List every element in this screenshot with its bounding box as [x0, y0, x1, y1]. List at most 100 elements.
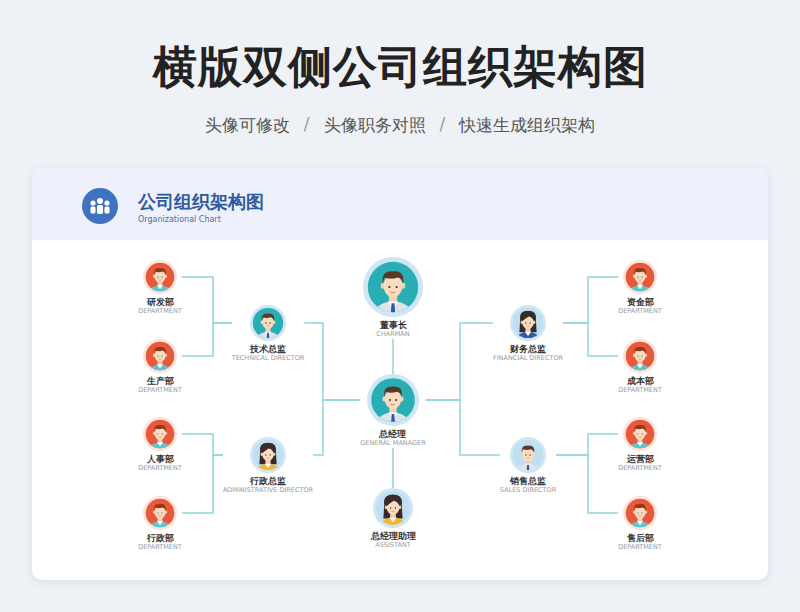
person-node: 售后部DEPARTMENT	[618, 496, 662, 552]
person-node: 研发部DEPARTMENT	[138, 260, 182, 316]
org-connector	[556, 434, 618, 455]
person-node: 技术总监TECHNICAL DIRECTOR	[232, 305, 305, 363]
role-english: DEPARTMENT	[618, 387, 662, 395]
subtitle-item: 头像可修改	[205, 114, 290, 137]
org-connector	[392, 339, 394, 374]
role-english: CHARMAN	[376, 331, 409, 339]
role-name: 生产部	[147, 377, 174, 387]
org-connector	[182, 323, 232, 356]
role-name: 技术总监	[250, 345, 286, 355]
role-english: DEPARTMENT	[618, 544, 662, 552]
person-node: 生产部DEPARTMENT	[138, 339, 182, 395]
person-node: 财务总监FINANCIAL DIRECTOR	[493, 305, 563, 363]
person-node: 行政总监ADMINISTRATIVE DIRECTOR	[223, 437, 313, 495]
role-name: 总经理	[379, 430, 406, 440]
avatar-holder	[250, 305, 286, 341]
avatar-holder	[623, 496, 657, 530]
person-node: 行政部DEPARTMENT	[138, 496, 182, 552]
org-connector	[563, 277, 618, 323]
role-name: 售后部	[627, 534, 654, 544]
avatar-holder	[623, 339, 657, 373]
role-name: 总经理助理	[371, 532, 416, 542]
avatar-holder	[510, 437, 546, 473]
avatar-holder	[363, 257, 423, 317]
org-connector	[556, 455, 618, 513]
avatar-holder	[143, 417, 177, 451]
avatar	[510, 437, 546, 473]
avatar-holder	[143, 339, 177, 373]
avatar	[143, 417, 177, 451]
org-connector	[426, 400, 500, 455]
role-english: DEPARTMENT	[138, 544, 182, 552]
header-icon	[82, 188, 118, 224]
person-node: 人事部DEPARTMENT	[138, 417, 182, 473]
avatar-holder	[623, 417, 657, 451]
role-english: GENERAL MANAGER	[360, 440, 425, 448]
role-name: 财务总监	[510, 345, 546, 355]
avatar	[143, 496, 177, 530]
role-english: DEPARTMENT	[618, 308, 662, 316]
org-connector	[426, 323, 493, 400]
separator: /	[440, 114, 446, 137]
person-node: 总经理GENERAL MANAGER	[360, 374, 425, 448]
org-connector	[182, 277, 232, 323]
role-name: 董事长	[380, 321, 407, 331]
role-english: ADMINISTRATIVE DIRECTOR	[223, 487, 313, 495]
role-english: DEPARTMENT	[138, 387, 182, 395]
org-connector	[563, 323, 618, 356]
role-english: DEPARTMENT	[138, 465, 182, 473]
avatar-holder	[143, 496, 177, 530]
avatar	[510, 305, 546, 341]
avatar	[363, 257, 423, 317]
avatar	[623, 260, 657, 294]
person-node: 销售总监SALES DIRECTOR	[500, 437, 556, 495]
avatar	[143, 339, 177, 373]
role-english: DEPARTMENT	[138, 308, 182, 316]
org-connector	[304, 323, 360, 400]
person-node: 运营部DEPARTMENT	[618, 417, 662, 473]
subtitle-row: 头像可修改 / 头像职务对照 / 快速生成组织架构	[0, 114, 800, 137]
role-english: DEPARTMENT	[618, 465, 662, 473]
page-title: 横版双侧公司组织架构图	[0, 38, 800, 97]
role-name: 销售总监	[510, 477, 546, 487]
org-connector	[182, 455, 223, 513]
avatar-holder	[143, 260, 177, 294]
header-title: 公司组织架构图	[138, 190, 264, 214]
role-name: 行政总监	[250, 477, 286, 487]
person-node: 资金部DEPARTMENT	[618, 260, 662, 316]
avatar-holder	[373, 488, 413, 528]
org-connector	[182, 434, 223, 455]
subtitle-item: 快速生成组织架构	[459, 114, 595, 137]
org-connector	[392, 448, 394, 488]
avatar	[250, 437, 286, 473]
avatar	[250, 305, 286, 341]
role-name: 成本部	[627, 377, 654, 387]
role-name: 人事部	[147, 455, 174, 465]
role-english: FINANCIAL DIRECTOR	[493, 355, 563, 363]
header-subtitle: Organizational Chart	[138, 215, 221, 224]
avatar	[623, 417, 657, 451]
avatar-holder	[510, 305, 546, 341]
person-node: 总经理助理ASSISTANT	[371, 488, 416, 550]
avatar-holder	[367, 374, 419, 426]
subtitle-item: 头像职务对照	[324, 114, 426, 137]
role-name: 研发部	[147, 298, 174, 308]
avatar-holder	[623, 260, 657, 294]
role-name: 运营部	[627, 455, 654, 465]
role-english: SALES DIRECTOR	[500, 487, 556, 495]
role-name: 资金部	[627, 298, 654, 308]
person-node: 成本部DEPARTMENT	[618, 339, 662, 395]
avatar	[373, 488, 413, 528]
avatar	[367, 374, 419, 426]
org-connector	[313, 400, 360, 455]
separator: /	[304, 114, 310, 137]
person-node: 董事长CHARMAN	[363, 257, 423, 339]
avatar	[623, 496, 657, 530]
role-english: TECHNICAL DIRECTOR	[232, 355, 305, 363]
avatar	[143, 260, 177, 294]
avatar-holder	[250, 437, 286, 473]
role-name: 行政部	[147, 534, 174, 544]
role-english: ASSISTANT	[375, 542, 411, 550]
avatar	[623, 339, 657, 373]
